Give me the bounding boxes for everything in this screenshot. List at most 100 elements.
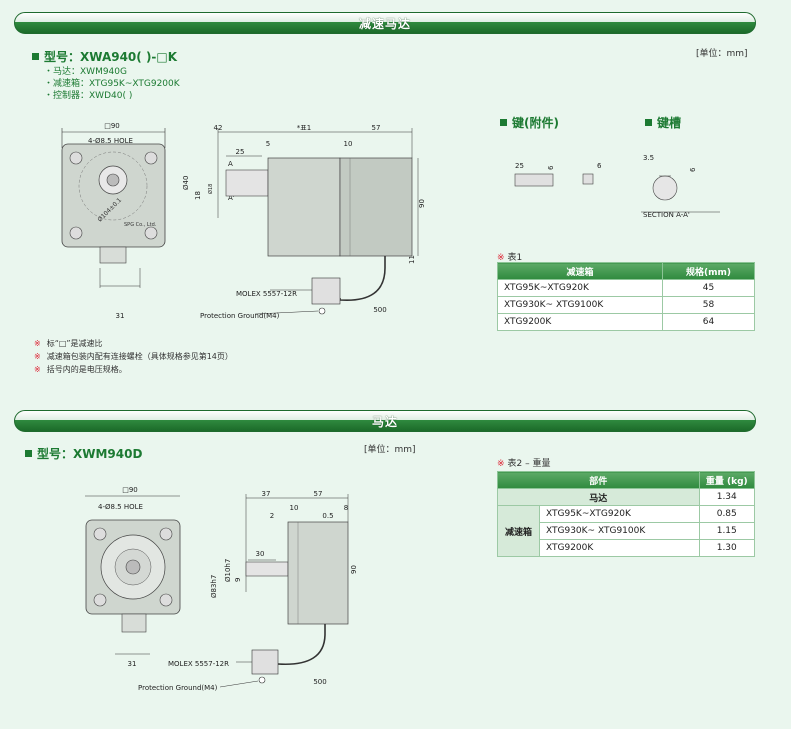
a2-mark: A' [228, 194, 235, 202]
shaft-end [106, 173, 120, 187]
dim-30: 30 [256, 550, 265, 558]
model-title: 型号：XWA940( )-□K [32, 48, 177, 65]
square-bullet-icon [32, 53, 39, 60]
dim-05: 0.5 [322, 512, 333, 520]
output-shaft [225, 169, 269, 197]
table-row: XTG95K~XTG920K 45 [497, 279, 755, 297]
motor-shaft-2 [245, 561, 289, 577]
table-cell: 1.30 [698, 539, 755, 557]
dim-phi10: Ø10h7 [224, 559, 232, 582]
table-cell: 马达 [497, 488, 700, 506]
note-mark-icon: ※ [34, 352, 41, 361]
table-cell: 0.85 [698, 505, 755, 523]
molex-label: MOLEX 5557-12R [236, 290, 297, 298]
table-header-row: 部件 重量 (kg) [497, 471, 755, 489]
key-end-view [582, 173, 594, 185]
table-gear-spec: 减速箱 规格(mm) XTG95K~XTG920K 45 XTG930K~ XT… [497, 262, 755, 331]
mount-hole [144, 151, 158, 165]
table-cell: 1.15 [698, 522, 755, 540]
dim-10: 10 [344, 140, 353, 148]
molex-connector-2 [251, 649, 279, 675]
dim-90: 90 [418, 199, 426, 208]
dim-5: 5 [266, 140, 270, 148]
model-subs: ・马达：XWM940G ・减速箱：XTG95K~XTG9200K ・控制器：XW… [44, 66, 180, 102]
table-group-cell: 减速箱 [497, 505, 540, 557]
motor-drawing: □90 4-Ø8.5 HOLE 31 37 57 2 10 0.5 8 30 Ø… [85, 486, 358, 692]
motor-cable-2 [277, 624, 326, 666]
ground-terminal-2 [258, 676, 266, 684]
note-mark-icon: ※ [497, 253, 505, 263]
dim-2: 2 [270, 512, 274, 520]
dim-phi40: Ø40 [182, 176, 190, 190]
section-label: SECTION A-A' [643, 211, 690, 219]
dim-25: 25 [236, 148, 245, 156]
gearbox-body [267, 157, 341, 257]
molex-connector [311, 277, 341, 305]
dim-57: 57 [372, 124, 381, 132]
mount-hole [159, 527, 173, 541]
hole2-label: 4-Ø8.5 HOLE [98, 503, 143, 511]
sub-gearbox: ・减速箱：XTG95K~XTG9200K [44, 79, 180, 89]
dim-11: 11 [408, 255, 416, 264]
note-mark-icon: ※ [34, 365, 41, 374]
model-title-2: 型号：XWM940D [25, 445, 142, 462]
front2-width-label: □90 [122, 486, 138, 494]
key-side-view [514, 173, 554, 187]
square-bullet-icon [500, 119, 507, 126]
ground-label: Protection Ground(M4) [200, 312, 280, 320]
banner-title: 减速马达 [358, 16, 411, 31]
table-row: XTG930K~ XTG9100K 1.15 [498, 522, 755, 540]
table-cell: XTG95K~XTG920K [497, 279, 663, 297]
square-bullet-icon [25, 450, 32, 457]
motor-body-2 [287, 521, 349, 625]
dim2-57: 57 [314, 490, 323, 498]
keyslot-title: 键槽 [645, 114, 681, 131]
dim-e1: *표1 [297, 124, 311, 132]
dim-18: 18 [194, 191, 202, 200]
motor-cable [339, 256, 386, 301]
note-mark-icon: ※ [497, 459, 505, 469]
terminal-box [99, 246, 127, 264]
table-header-row: 减速箱 规格(mm) [497, 262, 755, 280]
table-row: XTG9200K 1.30 [498, 539, 755, 557]
table-row: 马达 1.34 [497, 488, 755, 506]
dim2-90: 90 [350, 565, 358, 574]
ground-label-2: Protection Ground(M4) [138, 684, 218, 692]
key-drawing: 25 6 6 3.5 6 SECTION A-A' [514, 154, 720, 219]
table-cell: XTG930K~ XTG9100K [497, 296, 663, 314]
table-row: 减速箱 XTG95K~XTG920K 0.85 [497, 505, 755, 557]
table-header: 重量 (kg) [698, 471, 755, 489]
table-row: XTG930K~ XTG9100K 58 [497, 296, 755, 314]
table-weight: 部件 重量 (kg) 马达 1.34 减速箱 XTG95K~XTG920K 0.… [497, 471, 755, 557]
mount-hole [69, 151, 83, 165]
table-header: 部件 [497, 471, 700, 489]
table1-label: ※表1 [497, 253, 523, 263]
mount-hole [93, 593, 107, 607]
mount-hole [144, 226, 158, 240]
square-bullet-icon [645, 119, 652, 126]
dim-phi83: Ø83h7 [210, 575, 218, 598]
gear-motor-drawing: □90 4-Ø8.5 HOLE 31 SPG Co., Ltd. Ø104±0.… [61, 122, 426, 320]
unit-label: [单位：mm] [696, 49, 748, 59]
note-line: ※标“□”是减速比 [34, 339, 103, 348]
note-line: ※减速箱包装内配有连接螺栓（具体规格参见第14页） [34, 352, 233, 361]
ground-terminal [318, 307, 326, 315]
dim-phi18: Ø18 [207, 184, 214, 194]
front-width-label: □90 [104, 122, 120, 130]
table-header: 规格(mm) [662, 262, 755, 280]
table-cell: 58 [662, 296, 755, 314]
section-banner-motor: 马达 [14, 410, 756, 432]
note-mark-icon: ※ [34, 339, 41, 348]
mount-hole [159, 593, 173, 607]
dim-500: 500 [373, 306, 386, 314]
sub-controller: ・控制器：XWD40( ) [44, 91, 133, 101]
notes-1: ※标“□”是减速比 ※减速箱包装内配有连接螺栓（具体规格参见第14页） ※括号内… [34, 337, 233, 376]
banner-title: 马达 [371, 414, 398, 429]
terminal-box-2 [121, 613, 147, 633]
front2-bottom-dim: 31 [128, 660, 137, 668]
shaft-section [652, 175, 678, 201]
key-dim-6b: 6 [547, 165, 555, 170]
key-dim-6c: 6 [689, 167, 697, 172]
unit-label-2: [单位：mm] [364, 445, 416, 455]
dim-37: 37 [262, 490, 271, 498]
